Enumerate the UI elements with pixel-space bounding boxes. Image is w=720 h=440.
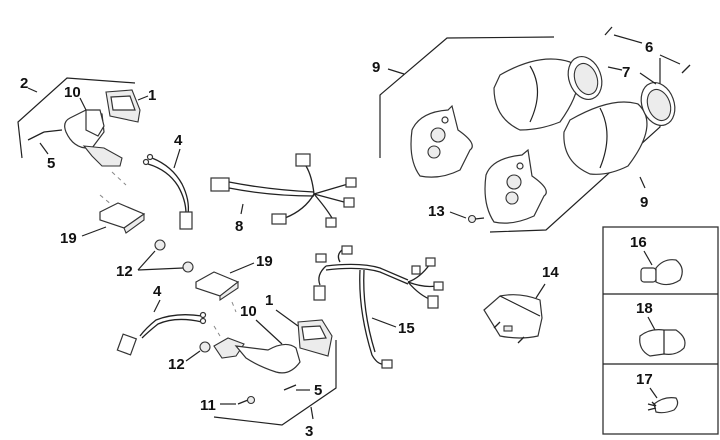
label-19: 19 (60, 230, 77, 247)
leader-13 (449, 211, 467, 219)
connector (295, 153, 311, 167)
bulb-part-17: 17 (636, 371, 679, 414)
leader-4 (173, 148, 181, 169)
label-5: 5 (47, 155, 55, 172)
label-10-lower: 10 (240, 303, 257, 320)
lens-part-1-lower (297, 319, 333, 357)
label-5-lower: 5 (314, 382, 322, 399)
group-3-bracket (213, 340, 337, 426)
leader-12-lower (185, 350, 201, 362)
leader-10 (79, 97, 87, 111)
leader-1 (137, 95, 149, 101)
label-13: 13 (428, 203, 445, 220)
indicator-body-part-10-lower (213, 337, 301, 374)
bulb-part-18: 18 (636, 300, 686, 357)
nut-part-12 (182, 261, 194, 273)
screw-part-5-lower (283, 384, 297, 391)
screw-part-6 (604, 26, 613, 36)
leader-6 (659, 54, 681, 65)
lower-indicator-assembly: 19 4 12 10 1 (116, 253, 337, 440)
label-7: 7 (622, 64, 630, 81)
connector (210, 177, 230, 192)
leader-10-lower (255, 319, 283, 345)
leader-7 (639, 72, 657, 85)
leader-1-lower (275, 309, 299, 327)
label-17: 17 (636, 371, 653, 388)
label-1: 1 (148, 87, 156, 104)
label-4: 4 (174, 132, 183, 149)
screw-part-5 (27, 129, 63, 141)
label-3: 3 (305, 423, 313, 440)
plate-light-part-14: 14 (483, 264, 559, 344)
label-9-bottom: 9 (640, 194, 648, 211)
bulb-part-16: 16 (630, 234, 683, 286)
group-2-bracket (17, 77, 136, 159)
label-1-lower: 1 (265, 292, 273, 309)
lens-ring-part-7 (640, 82, 676, 126)
wiring-part-4 (142, 153, 193, 230)
light-housing-upper (410, 104, 473, 178)
leader-2 (27, 87, 38, 93)
leader-16 (643, 250, 653, 266)
leader-12 (137, 267, 184, 271)
leader-3 (310, 406, 314, 420)
leader-7 (607, 66, 623, 71)
label-2: 2 (20, 75, 28, 92)
rear-light-assembly: 9 9 (372, 26, 691, 233)
leader-15 (371, 317, 397, 328)
label-15: 15 (398, 320, 415, 337)
leader-14 (535, 283, 546, 299)
pad-part-19-lower (195, 271, 240, 302)
label-6: 6 (645, 39, 653, 56)
leader-9b (639, 176, 646, 189)
leader-9 (387, 68, 405, 75)
bolt-part-11 (237, 395, 256, 405)
screw-part-6 (681, 64, 691, 74)
alignment-line (111, 171, 127, 186)
light-dome-lower (563, 101, 648, 175)
leader-18 (647, 316, 656, 331)
wiring-harness-part-15: 15 (313, 245, 444, 369)
label-14: 14 (542, 264, 559, 281)
nut-part-12 (154, 239, 166, 251)
pad-part-19 (99, 202, 146, 234)
nut-part-12-lower (199, 341, 211, 353)
lens-ring-part-7 (567, 56, 603, 100)
leader-19-lower (229, 262, 255, 274)
leader-6 (613, 34, 643, 44)
leader-17 (649, 387, 658, 399)
wiring-harness-part-8: 8 (210, 153, 357, 235)
label-12-lower: 12 (168, 356, 185, 373)
label-18: 18 (636, 300, 653, 317)
upper-left-indicator-assembly: 2 1 10 5 19 (17, 75, 193, 247)
lens-part-1 (105, 89, 141, 123)
label-8: 8 (235, 218, 243, 235)
leader-8 (240, 203, 244, 215)
leader-5 (39, 142, 49, 155)
label-19-lower: 19 (256, 253, 273, 270)
connector (271, 213, 287, 225)
leader-4-lower (153, 299, 161, 313)
screw-part-13 (467, 214, 485, 224)
light-housing-lower (484, 148, 547, 224)
light-dome-upper (493, 58, 579, 131)
label-16: 16 (630, 234, 647, 251)
leader-12 (137, 250, 156, 271)
alignment-line (213, 325, 221, 337)
wiring-part-4-lower (116, 311, 207, 356)
label-4-lower: 4 (153, 283, 162, 300)
alignment-line (231, 301, 237, 313)
alignment-line (99, 194, 113, 206)
indicator-body-part-10 (64, 109, 123, 167)
nut-pair-12: 12 (116, 239, 194, 280)
label-9-top: 9 (372, 59, 380, 76)
group-9-bracket-top (379, 36, 555, 158)
leader-19 (81, 226, 107, 237)
bulb-panel: 16 18 17 (602, 226, 719, 435)
label-12: 12 (116, 263, 133, 280)
label-11: 11 (200, 397, 216, 414)
label-10: 10 (64, 84, 81, 101)
